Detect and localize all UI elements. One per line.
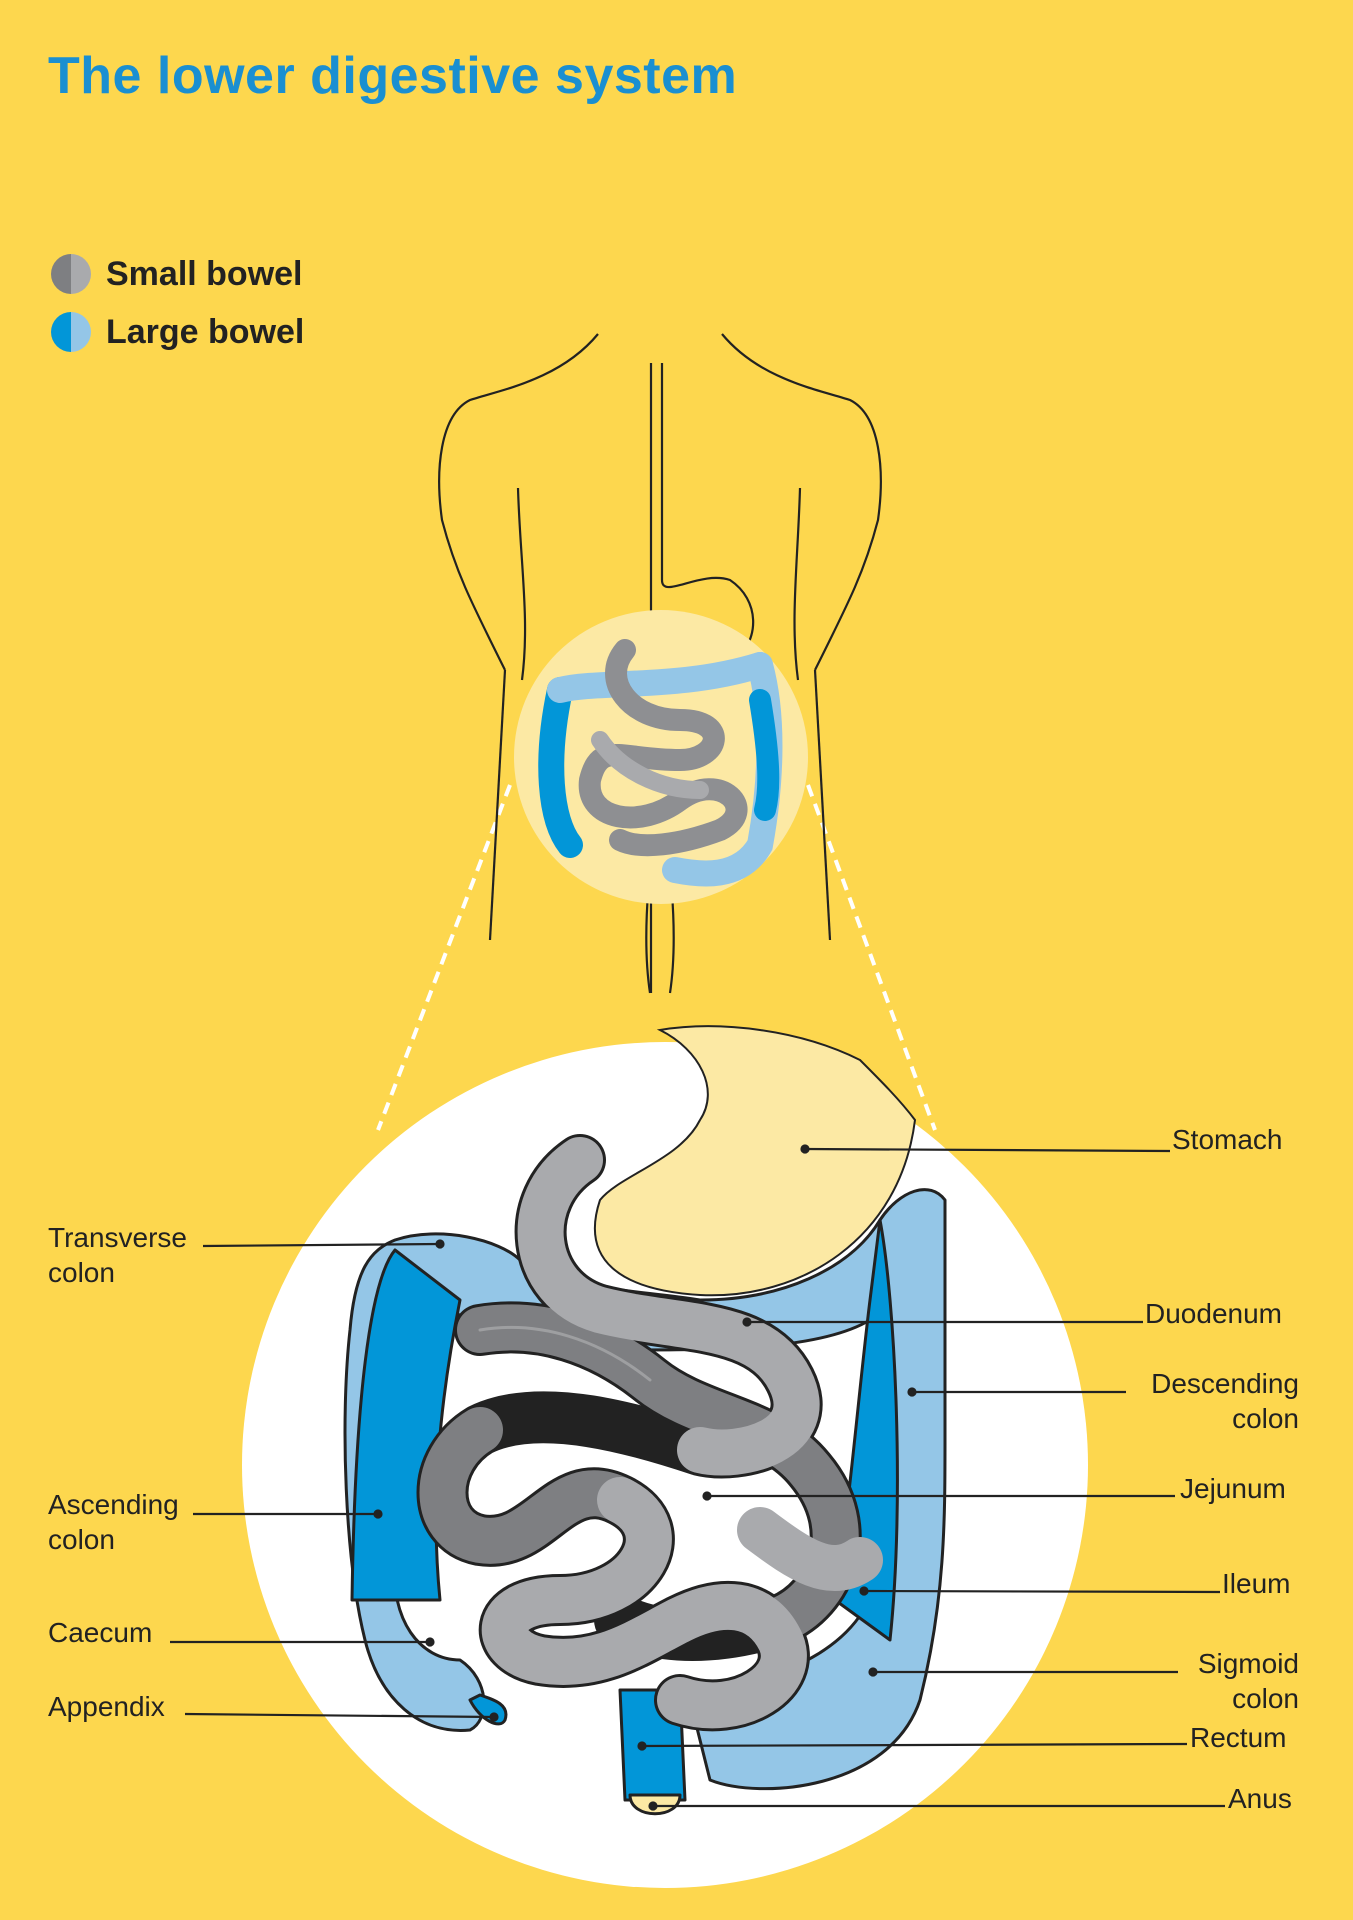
legend-swatch-small-bowel bbox=[50, 254, 90, 294]
small-bowel-legend-icon bbox=[51, 254, 91, 294]
label-caecum: Caecum bbox=[48, 1617, 153, 1648]
label-stomach: Stomach bbox=[1172, 1124, 1283, 1155]
mini-intestines bbox=[538, 639, 783, 887]
label-ascending-colon: Ascending colon bbox=[48, 1489, 179, 1555]
label-jejunum: Jejunum bbox=[1180, 1473, 1286, 1504]
label-appendix: Appendix bbox=[48, 1691, 165, 1722]
legend-small-bowel: Small bowel bbox=[50, 254, 303, 294]
small-bowel bbox=[416, 1134, 883, 1732]
label-ileum: Ileum bbox=[1222, 1568, 1291, 1599]
legend-swatch-large-bowel bbox=[50, 312, 90, 352]
label-rectum: Rectum bbox=[1190, 1722, 1287, 1753]
page-title: The lower digestive system bbox=[48, 47, 738, 105]
legend-label-large-bowel: Large bowel bbox=[106, 312, 305, 351]
leader-lines bbox=[170, 1144, 1225, 1811]
large-bowel-legend-icon bbox=[51, 312, 91, 352]
label-anus: Anus bbox=[1228, 1783, 1292, 1814]
legend-label-small-bowel: Small bowel bbox=[106, 254, 303, 293]
legend-large-bowel: Large bowel bbox=[50, 312, 304, 352]
label-duodenum: Duodenum bbox=[1145, 1298, 1282, 1329]
zoom-guides bbox=[376, 784, 937, 1131]
stomach-shape bbox=[594, 1025, 917, 1297]
label-sigmoid-colon: Sigmoid colon bbox=[1197, 1648, 1299, 1714]
label-descending-colon: Descending colon bbox=[1151, 1368, 1299, 1434]
label-transverse-colon: Transverse colon bbox=[48, 1222, 188, 1288]
